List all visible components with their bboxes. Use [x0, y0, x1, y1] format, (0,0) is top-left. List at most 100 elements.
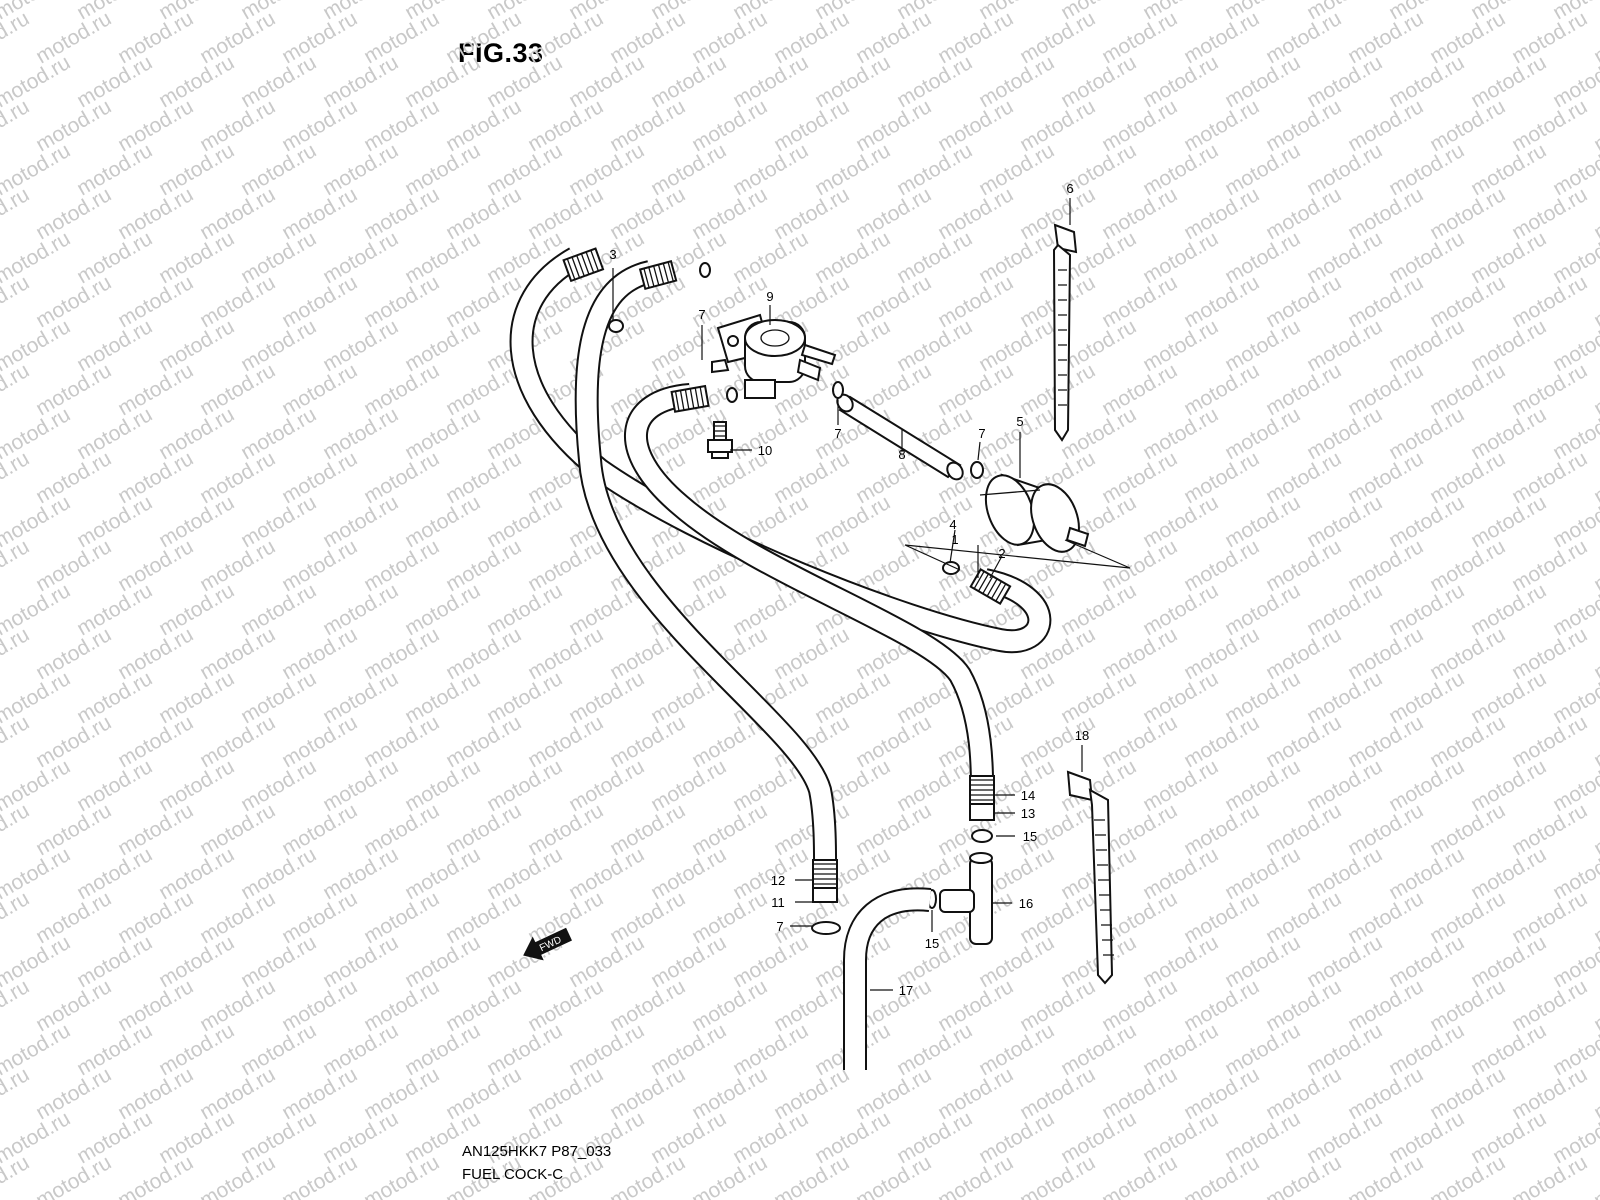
watermark-text: motod.ru: [1016, 95, 1099, 156]
callout-14: 14: [1021, 788, 1035, 803]
watermark-text: motod.ru: [483, 667, 566, 728]
watermark-text: motod.ru: [934, 359, 1017, 420]
watermark-text: motod.ru: [1016, 1151, 1099, 1200]
watermark-text: motod.ru: [524, 1063, 607, 1124]
watermark-text: motod.ru: [0, 1063, 33, 1124]
watermark-text: motod.ru: [0, 95, 33, 156]
watermark-text: motod.ru: [114, 975, 197, 1036]
callout-7-d: 7: [776, 919, 783, 934]
watermark-text: motod.ru: [1221, 755, 1304, 816]
watermark-text: motod.ru: [934, 1151, 1017, 1200]
watermark-text: motod.ru: [237, 667, 320, 728]
watermark-text: motod.ru: [442, 7, 525, 68]
watermark-text: motod.ru: [1262, 183, 1345, 244]
watermark-text: motod.ru: [1590, 7, 1600, 68]
watermark-text: motod.ru: [1467, 1019, 1550, 1080]
watermark-text: motod.ru: [1467, 403, 1550, 464]
callout-10: 10: [758, 443, 772, 458]
watermark-text: motod.ru: [1262, 95, 1345, 156]
watermark-text: motod.ru: [1303, 1019, 1386, 1080]
watermark-text: motod.ru: [1590, 535, 1600, 596]
watermark-text: motod.ru: [565, 755, 648, 816]
watermark-text: motod.ru: [893, 315, 976, 376]
t-joint: [939, 852, 993, 945]
watermark-text: motod.ru: [647, 755, 730, 816]
watermark-text: motod.ru: [606, 183, 689, 244]
watermark-text: motod.ru: [524, 535, 607, 596]
watermark-text: motod.ru: [1385, 403, 1468, 464]
watermark-text: motod.ru: [565, 667, 648, 728]
bolt: [707, 421, 733, 459]
watermark-text: motod.ru: [1590, 183, 1600, 244]
watermark-text: motod.ru: [401, 931, 484, 992]
fuel-filter: [979, 473, 1090, 553]
watermark-text: motod.ru: [1303, 51, 1386, 112]
callout-15-b: 15: [925, 936, 939, 951]
watermark-text: motod.ru: [32, 711, 115, 772]
callout-9: 9: [766, 289, 773, 304]
watermark-text: motod.ru: [196, 183, 279, 244]
watermark-text: motod.ru: [893, 139, 976, 200]
watermark-text: motod.ru: [975, 1019, 1058, 1080]
watermark-text: motod.ru: [32, 623, 115, 684]
watermark-text: motod.ru: [278, 1151, 361, 1200]
watermark-text: motod.ru: [1467, 491, 1550, 552]
watermark-text: motod.ru: [647, 51, 730, 112]
watermark-text: motod.ru: [893, 755, 976, 816]
watermark-text: motod.ru: [1262, 1063, 1345, 1124]
watermark-text: motod.ru: [647, 1107, 730, 1168]
callout-7-c: 7: [978, 426, 985, 441]
watermark-text: motod.ru: [442, 447, 525, 508]
watermark-text: motod.ru: [1467, 315, 1550, 376]
watermark-text: motod.ru: [1590, 799, 1600, 860]
watermark-text: motod.ru: [73, 227, 156, 288]
watermark-text: motod.ru: [1303, 139, 1386, 200]
watermark-text: motod.ru: [852, 271, 935, 332]
watermark-text: motod.ru: [196, 799, 279, 860]
watermark-text: motod.ru: [155, 1019, 238, 1080]
watermark-text: motod.ru: [237, 843, 320, 904]
watermark-text: motod.ru: [688, 975, 771, 1036]
watermark-text: motod.ru: [1385, 315, 1468, 376]
callout-8: 8: [898, 447, 905, 462]
watermark-text: motod.ru: [1139, 227, 1222, 288]
watermark-text: motod.ru: [606, 95, 689, 156]
watermark-text: motod.ru: [1180, 975, 1263, 1036]
watermark-text: motod.ru: [1057, 51, 1140, 112]
watermark-text: motod.ru: [1590, 447, 1600, 508]
watermark-text: motod.ru: [1344, 7, 1427, 68]
watermark-text: motod.ru: [1467, 931, 1550, 992]
watermark-text: motod.ru: [1180, 711, 1263, 772]
watermark-text: motod.ru: [0, 623, 33, 684]
watermark-text: motod.ru: [1385, 227, 1468, 288]
watermark-text: motod.ru: [483, 1019, 566, 1080]
watermark-text: motod.ru: [811, 1107, 894, 1168]
watermark-text: motod.ru: [893, 1107, 976, 1168]
watermark-text: motod.ru: [524, 975, 607, 1036]
watermark-text: motod.ru: [237, 1019, 320, 1080]
watermark-text: motod.ru: [114, 623, 197, 684]
watermark-text: motod.ru: [852, 1063, 935, 1124]
watermark-text: motod.ru: [1098, 271, 1181, 332]
watermark-text: motod.ru: [1467, 51, 1550, 112]
watermark-text: motod.ru: [770, 183, 853, 244]
watermark-text: motod.ru: [1180, 1151, 1263, 1200]
watermark-text: motod.ru: [401, 315, 484, 376]
watermark-text: motod.ru: [524, 711, 607, 772]
watermark-text: motod.ru: [975, 227, 1058, 288]
watermark-text: motod.ru: [114, 359, 197, 420]
watermark-text: motod.ru: [1016, 975, 1099, 1036]
watermark-text: motod.ru: [688, 183, 771, 244]
watermark-text: motod.ru: [401, 1019, 484, 1080]
watermark-text: motod.ru: [1262, 711, 1345, 772]
watermark-text: motod.ru: [278, 1063, 361, 1124]
watermark-text: motod.ru: [73, 843, 156, 904]
watermark-text: motod.ru: [1303, 315, 1386, 376]
watermark-text: motod.ru: [934, 975, 1017, 1036]
watermark-text: motod.ru: [1590, 95, 1600, 156]
watermark-text: motod.ru: [1590, 271, 1600, 332]
watermark-text: motod.ru: [319, 931, 402, 992]
watermark-text: motod.ru: [32, 887, 115, 948]
watermark-text: motod.ru: [401, 667, 484, 728]
